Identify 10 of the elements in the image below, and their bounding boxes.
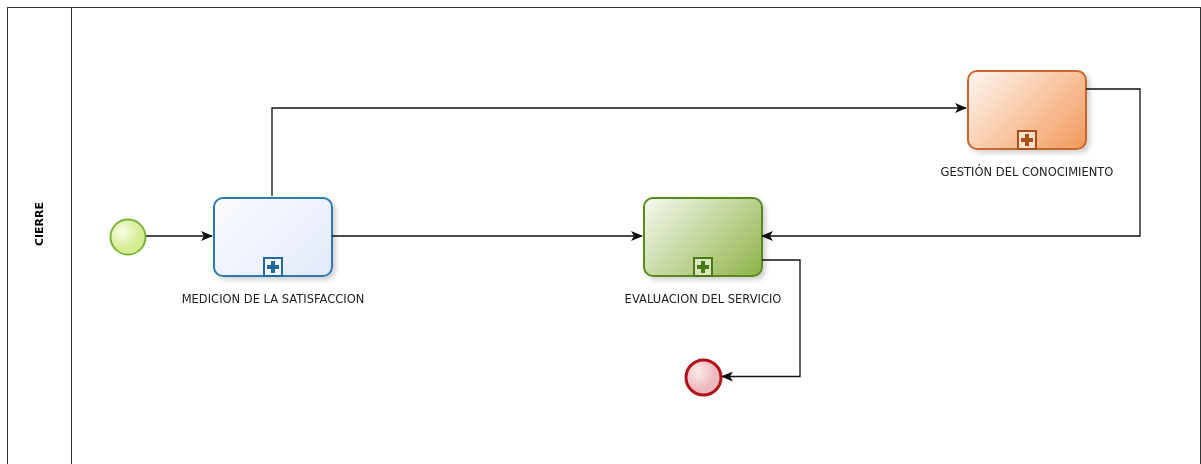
task-label: MEDICION DE LA SATISFACCION bbox=[181, 292, 365, 306]
sequence-flow-arrow bbox=[145, 231, 213, 241]
sequence-flow-arrow bbox=[761, 88, 1141, 241]
lane-title: CIERRE bbox=[32, 201, 46, 246]
task-label: EVALUACION DEL SERVICIO bbox=[624, 292, 782, 306]
task-label: GESTIÓN DEL CONOCIMIENTO bbox=[940, 165, 1114, 179]
pool-lane bbox=[7, 7, 1201, 464]
sequence-flow-arrow bbox=[721, 259, 801, 382]
sequence-flow-arrow bbox=[331, 231, 643, 241]
sequence-flow-arrow bbox=[271, 103, 967, 197]
